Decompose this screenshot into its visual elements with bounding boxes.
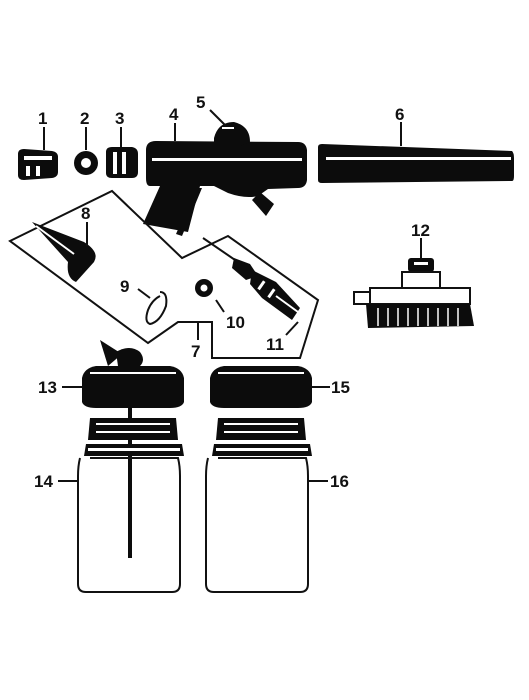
- leader-5: [209, 109, 227, 127]
- part-6-handle: [318, 144, 514, 183]
- part-15-jar-lid: [210, 366, 312, 408]
- callout-15: 15: [331, 378, 350, 397]
- part-14-jar: [77, 418, 184, 593]
- callout-8: 8: [81, 204, 90, 223]
- leader-9: [137, 288, 151, 299]
- part-3-nozzle-head: [106, 147, 138, 178]
- part-12-hose-connector: [353, 258, 474, 328]
- part-1-air-cap: [18, 149, 58, 180]
- part-13-jar-lid-siphon: [82, 340, 184, 558]
- part-8-needle-cone: [32, 222, 96, 282]
- part-5-trigger: [214, 122, 250, 146]
- callout-10: 10: [226, 313, 245, 332]
- callout-11: 11: [266, 335, 284, 354]
- leader-10: [215, 299, 225, 313]
- callout-6: 6: [395, 105, 404, 124]
- part-4-airbrush-body: [143, 141, 307, 236]
- callout-9: 9: [120, 277, 129, 296]
- callout-14: 14: [34, 472, 53, 491]
- part-2-washer: [74, 151, 98, 175]
- callout-16: 16: [330, 472, 349, 491]
- part-16-jar: [205, 418, 312, 593]
- callout-1: 1: [38, 109, 47, 128]
- part-7-group-outline: [8, 189, 320, 359]
- callout-7: 7: [191, 342, 200, 361]
- callout-13: 13: [38, 378, 57, 397]
- part-11-needle-assembly: [202, 237, 300, 320]
- callout-2: 2: [80, 109, 89, 128]
- part-10-small-washer: [195, 279, 213, 297]
- callout-4: 4: [169, 105, 179, 124]
- callout-12: 12: [411, 221, 430, 240]
- callout-3: 3: [115, 109, 124, 128]
- callout-5: 5: [196, 93, 205, 112]
- leader-11: [285, 321, 299, 336]
- part-9-clip: [145, 291, 168, 326]
